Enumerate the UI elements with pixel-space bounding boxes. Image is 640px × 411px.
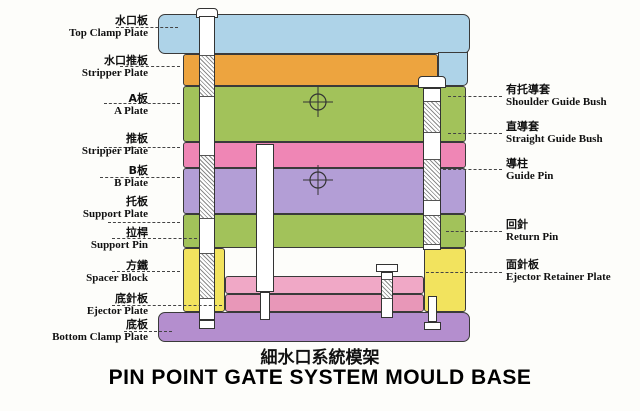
leader-line <box>448 133 502 134</box>
label-guide-pin: 導柱 Guide Pin <box>506 157 638 183</box>
label-stripper-plate-upper: 水口推板 Stripper Plate <box>0 54 148 80</box>
label-en: Stripper Plate <box>81 67 148 79</box>
center-guide-pin <box>260 292 270 320</box>
leader-line <box>112 305 222 306</box>
stripper-plate-upper <box>183 54 438 86</box>
label-en: Return Pin <box>506 231 559 243</box>
label-stripper-plate-lower: 推板 Stripper Plate <box>0 132 148 158</box>
label-ejector-retainer-plate: 面針板 Ejector Retainer Plate <box>506 258 638 284</box>
leader-line <box>108 222 180 223</box>
label-en: Ejector Plate <box>86 305 148 317</box>
guide-pin-cap <box>418 76 446 88</box>
label-support-plate: 托板 Support Plate <box>0 195 148 221</box>
return-pin-head <box>376 264 398 272</box>
leader-line <box>124 331 172 332</box>
label-en: Bottom Clamp Plate <box>52 331 148 343</box>
label-return-pin: 回針 Return Pin <box>506 218 638 244</box>
label-cn: 直導套 <box>506 120 539 133</box>
leader-line <box>120 66 180 67</box>
label-support-pin: 拉桿 Support Pin <box>0 226 148 252</box>
label-en: Shoulder Guide Bush <box>506 96 607 108</box>
support-pin <box>199 16 215 320</box>
label-cn: 水口推板 <box>104 54 148 67</box>
support-pin-bolt-head <box>199 320 215 329</box>
label-en: Guide Pin <box>506 170 554 182</box>
return-pin <box>381 272 393 318</box>
label-cn: 水口板 <box>115 14 148 27</box>
bottom-bolt-shaft <box>428 296 437 322</box>
label-cn: 托板 <box>126 195 148 208</box>
label-cn: 底板 <box>126 318 148 331</box>
label-bottom-clamp-plate: 底板 Bottom Clamp Plate <box>0 318 148 344</box>
b-plate <box>183 168 466 214</box>
leader-line <box>112 238 197 239</box>
leader-line <box>104 147 180 148</box>
label-spacer-block: 方鐵 Spacer Block <box>0 259 148 285</box>
leader-line <box>426 272 502 273</box>
label-en: B Plate <box>114 177 148 189</box>
stripper-plate-lower <box>183 142 466 168</box>
label-cn: 推板 <box>126 132 148 145</box>
label-en: Ejector Retainer Plate <box>506 271 611 283</box>
center-guide-pin-sleeve <box>256 144 274 292</box>
label-cn: 有托導套 <box>506 83 550 96</box>
label-en: A Plate <box>114 105 148 117</box>
leader-line <box>100 177 180 178</box>
label-en: Support Plate <box>82 208 148 220</box>
leader-line <box>443 169 502 170</box>
label-straight-guide-bush: 直導套 Straight Guide Bush <box>506 120 638 146</box>
support-plate <box>183 214 466 248</box>
label-cn: A板 <box>128 92 148 105</box>
leader-line <box>104 103 180 104</box>
label-ejector-plate: 底針板 Ejector Plate <box>0 292 148 318</box>
label-en: Top Clamp Plate <box>68 27 148 39</box>
label-cn: 底針板 <box>115 292 148 305</box>
label-cn: 導柱 <box>506 157 528 170</box>
label-en: Support Pin <box>90 239 148 251</box>
crosshair-icon <box>303 87 333 117</box>
label-shoulder-guide-bush: 有托導套 Shoulder Guide Bush <box>506 83 638 109</box>
diagram-title-english: PIN POINT GATE SYSTEM MOULD BASE <box>108 366 532 389</box>
label-a-plate: A板 A Plate <box>0 92 148 118</box>
leader-line <box>446 231 502 232</box>
crosshair-icon <box>303 165 333 195</box>
guide-pin <box>423 88 441 250</box>
label-cn: 面針板 <box>506 258 539 271</box>
diagram-title-chinese: 細水口系統模架 <box>260 348 380 368</box>
label-cn: 回針 <box>506 218 528 231</box>
leader-line <box>112 271 180 272</box>
ejector-retainer-plate <box>225 276 424 294</box>
label-cn: 拉桿 <box>126 226 148 239</box>
bottom-bolt-head <box>424 322 441 330</box>
label-cn: 方鐵 <box>126 259 148 272</box>
label-cn: B板 <box>128 164 148 177</box>
a-plate <box>183 86 466 142</box>
label-en: Stripper Plate <box>81 145 148 157</box>
label-b-plate: B板 B Plate <box>0 164 148 190</box>
leader-line <box>448 96 502 97</box>
label-en: Spacer Block <box>86 272 148 284</box>
label-en: Straight Guide Bush <box>506 133 603 145</box>
label-top-clamp-plate: 水口板 Top Clamp Plate <box>0 14 148 40</box>
ejector-plate <box>225 294 424 312</box>
leader-line <box>116 27 178 28</box>
